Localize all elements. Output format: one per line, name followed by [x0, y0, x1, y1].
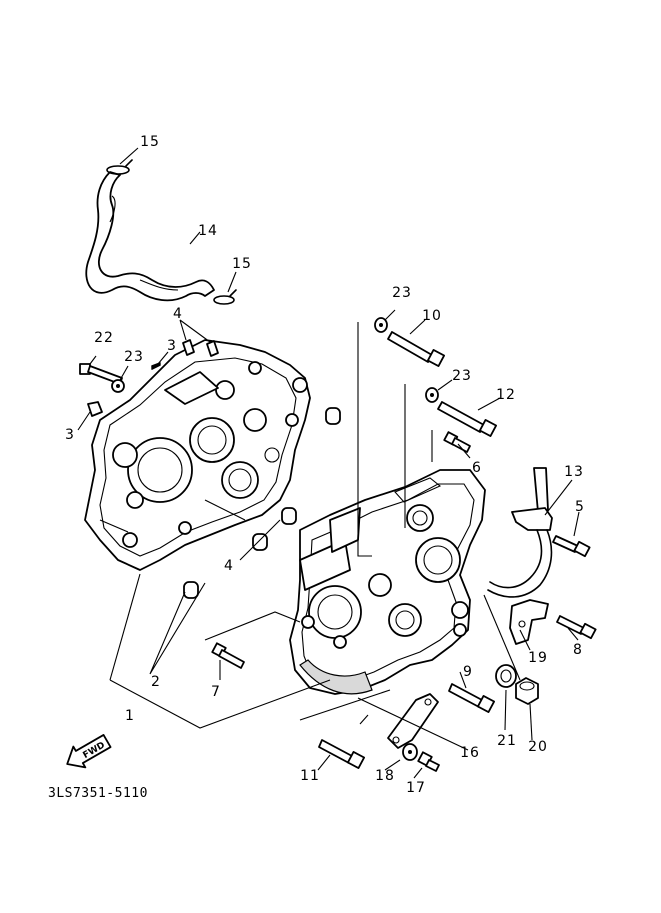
callout-10: 10 — [422, 308, 442, 324]
washer-21 — [495, 664, 517, 688]
callout-6: 6 — [472, 460, 482, 476]
drain-plug-20 — [515, 677, 539, 705]
washer-23-upper — [374, 317, 388, 333]
dowel-pins — [182, 339, 341, 599]
callout-13: 13 — [564, 464, 584, 480]
hose-clip-upper — [106, 159, 133, 175]
fwd-arrow-icon: FWD — [66, 734, 112, 769]
callout-12: 12 — [496, 387, 516, 403]
callout-14: 14 — [198, 223, 218, 239]
hose-clip-lower — [213, 289, 237, 305]
callout-8: 8 — [573, 642, 583, 658]
callout-20: 20 — [528, 739, 548, 755]
callout-22: 22 — [94, 330, 114, 346]
callout-17: 17 — [406, 780, 426, 796]
callout-23-middle: 23 — [452, 368, 472, 384]
callout-15-lower: 15 — [232, 256, 252, 272]
bracket-19 — [509, 599, 549, 645]
callout-1: 1 — [125, 708, 135, 724]
bolt-6 — [443, 431, 471, 453]
diagram-code: 3LS7351-5110 — [48, 786, 148, 801]
bolt-8 — [556, 615, 597, 640]
callout-18: 18 — [375, 768, 395, 784]
bolt-10 — [387, 331, 446, 368]
callout-4-lower: 4 — [224, 558, 234, 574]
callout-11: 11 — [300, 768, 320, 784]
callout-16: 16 — [460, 745, 480, 761]
callout-9: 9 — [463, 664, 473, 680]
breather-hose — [85, 171, 215, 302]
bolt-11 — [318, 739, 366, 770]
callout-5: 5 — [575, 499, 585, 515]
leader-lines — [77, 147, 580, 779]
washer-23-middle — [425, 387, 439, 403]
bolt-12 — [437, 401, 498, 438]
bolt-7 — [211, 642, 245, 669]
crankcase-right — [289, 469, 486, 695]
bolt-17 — [417, 751, 440, 772]
callout-19: 19 — [528, 650, 548, 666]
plug-left — [87, 401, 103, 417]
callout-4-upper: 4 — [173, 306, 183, 322]
bolt-5 — [552, 535, 591, 558]
crankcase-left — [84, 339, 311, 571]
plate-16 — [387, 693, 439, 749]
callout-23-left: 23 — [124, 349, 144, 365]
callout-21: 21 — [497, 733, 517, 749]
washer-18 — [402, 743, 418, 761]
callout-15-upper: 15 — [140, 134, 160, 150]
callouts: 15 14 15 4 22 3 23 3 23 10 23 12 6 13 5 … — [65, 134, 585, 796]
washer-23-left — [111, 379, 125, 393]
callout-7: 7 — [211, 684, 221, 700]
callout-2: 2 — [151, 674, 161, 690]
callout-23-upper: 23 — [392, 285, 412, 301]
callout-3-left: 3 — [65, 427, 75, 443]
bolt-9 — [448, 683, 496, 714]
cable-holder — [487, 467, 553, 598]
callout-3-upper: 3 — [167, 338, 177, 354]
spring — [151, 362, 161, 370]
